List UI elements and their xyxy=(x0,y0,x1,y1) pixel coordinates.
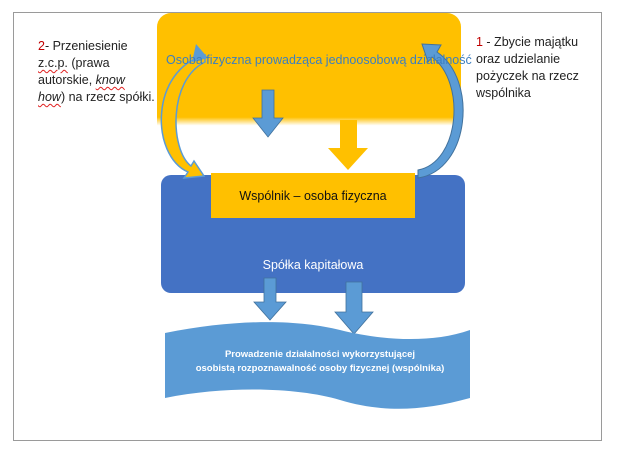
note-text-know: know xyxy=(95,73,125,87)
note-number: 2 xyxy=(38,39,45,53)
note-number: 1 xyxy=(476,35,483,49)
document-frame xyxy=(13,12,602,441)
partner-box-label: Wspólnik – osoba fizyczna xyxy=(239,188,387,203)
note-text-line4: ) na rzecz spółki. xyxy=(60,90,155,104)
asset-arrow-right xyxy=(417,43,464,179)
banner-line2: osobistą rozpoznawalność osoby fizycznej… xyxy=(195,363,445,374)
outcome-banner xyxy=(165,322,470,409)
note-text-line1: - Przeniesienie xyxy=(44,39,128,53)
note-text-line2: (prawa xyxy=(67,56,110,70)
partner-box: Wspólnik – osoba fizyczna xyxy=(211,173,415,218)
transfer-arrow-left-head xyxy=(192,44,208,62)
sole-proprietor-label: Osoba fizyczna prowadząca jednoosobową d… xyxy=(166,53,472,67)
flow-arrow-down-left xyxy=(253,277,287,321)
note-text-zcp: z.c.p. xyxy=(38,56,68,70)
note-text-how: how xyxy=(38,90,61,104)
flow-arrow-down-small xyxy=(252,89,284,138)
flow-arrow-down-yellow xyxy=(328,120,368,170)
sole-proprietor-box xyxy=(157,13,461,181)
flow-arrow-down-right xyxy=(334,281,374,335)
banner-line1: Prowadzenie działalności wykorzystującej xyxy=(224,349,416,360)
company-box-label: Spółka kapitałowa xyxy=(262,258,364,272)
note-asset-sale: 1 - Zbycie majątku oraz udzielanie pożyc… xyxy=(476,34,594,102)
note-text-line3: autorskie, xyxy=(38,73,96,87)
note-text: - Zbycie majątku oraz udzielanie pożycze… xyxy=(476,35,579,100)
transfer-arrow-left xyxy=(160,54,206,179)
outcome-banner-label: Prowadzenie działalności wykorzystującej… xyxy=(170,348,470,376)
